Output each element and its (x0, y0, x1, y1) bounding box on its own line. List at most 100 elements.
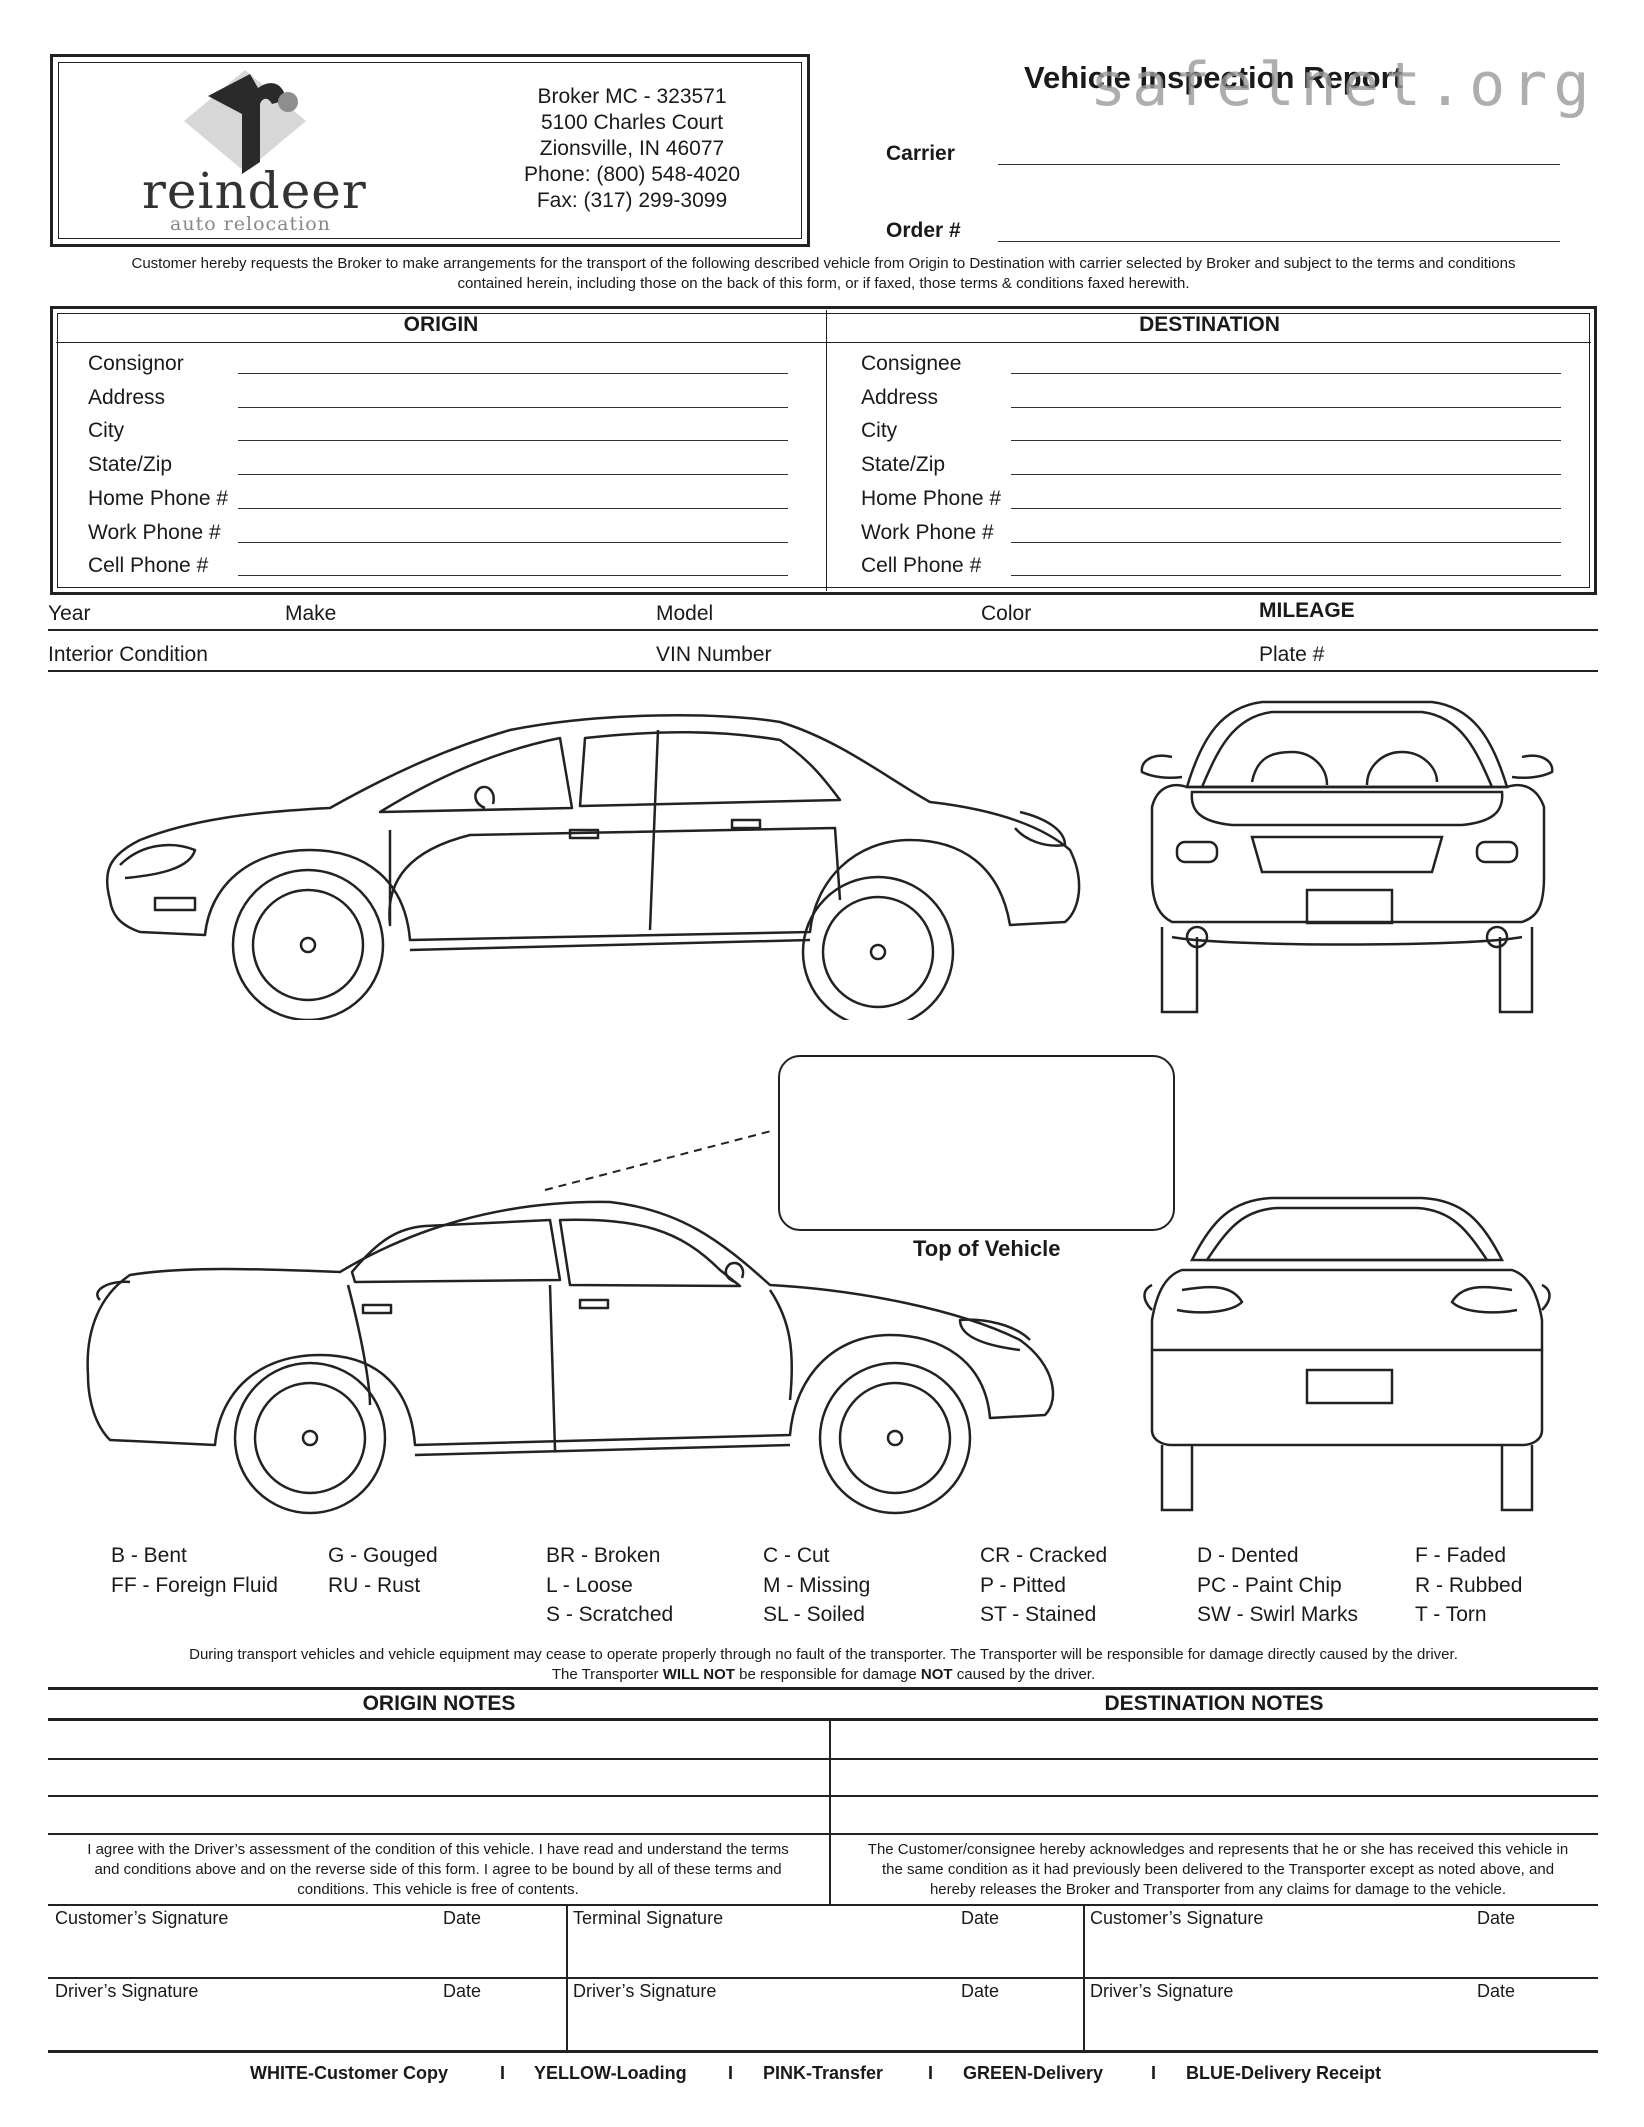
damage-code: SW - Swirl Marks (1197, 1603, 1358, 1626)
date-origin-customer[interactable]: Date (443, 1908, 482, 1928)
date-terminal[interactable]: Date (961, 1908, 1000, 1928)
watermark: safelnet.org (1090, 50, 1596, 120)
company-fax: Fax: (317) 299-3099 (536, 189, 728, 212)
street-address: 5100 Charles Court (540, 111, 724, 134)
origin-agreement-line-3: conditions. This vehicle is free of cont… (297, 1881, 579, 1898)
origin-field-input[interactable] (238, 373, 788, 374)
top-of-vehicle-label: Top of Vehicle (913, 1236, 1061, 1261)
origin-field-label: Home Phone # (88, 486, 229, 510)
carrier-label: Carrier (886, 142, 955, 165)
damage-code: SL - Soiled (763, 1603, 865, 1626)
destination-field-input[interactable] (1011, 474, 1561, 476)
date-destination-customer[interactable]: Date (1477, 1908, 1516, 1928)
disclaimer-text-a: The Transporter (551, 1666, 663, 1683)
destination-field-input[interactable] (1011, 507, 1561, 509)
driver-signature-terminal[interactable]: Driver’s Signature (573, 1981, 717, 2001)
damage-code: G - Gouged (328, 1544, 438, 1567)
origin-notes-line-1[interactable] (48, 1758, 1598, 1760)
city-state-zip: Zionsville, IN 46077 (539, 137, 725, 160)
copy-pink: PINK-Transfer (763, 2063, 884, 2083)
origin-agreement-line-2: and conditions above and on the reverse … (94, 1861, 782, 1878)
origin-notes-line-3[interactable] (48, 1833, 1598, 1835)
destination-agreement: The Customer/consignee hereby acknowledg… (836, 1840, 1600, 1900)
top-of-vehicle-box[interactable] (778, 1055, 1175, 1231)
destination-field-label: Work Phone # (861, 520, 994, 544)
model-label: Model (656, 602, 714, 625)
driver-signature-origin[interactable]: Driver’s Signature (55, 1981, 199, 2001)
footer-separator-3: I (928, 2063, 934, 2083)
color-label: Color (981, 602, 1032, 625)
damage-code: T - Torn (1415, 1603, 1487, 1626)
reindeer-logo-icon (184, 70, 306, 174)
car-rear-diagram[interactable] (1132, 697, 1562, 1027)
damage-code: D - Dented (1197, 1544, 1299, 1567)
vehicle-row2-line[interactable] (48, 670, 1598, 672)
footer-separator-4: I (1151, 2063, 1157, 2083)
origin-notes-line-2[interactable] (48, 1795, 1598, 1797)
origin-field-input[interactable] (238, 474, 788, 476)
damage-code: R - Rubbed (1415, 1573, 1523, 1597)
date-terminal-driver[interactable]: Date (961, 1981, 1000, 2001)
copy-blue: BLUE-Delivery Receipt (1186, 2063, 1382, 2083)
agreement-divider (829, 1833, 831, 1904)
damage-code: F - Faded (1415, 1544, 1507, 1567)
destination-field-input[interactable] (1011, 440, 1561, 442)
destination-heading: DESTINATION (1139, 313, 1280, 336)
interior-condition-label: Interior Condition (48, 643, 208, 666)
car-front-diagram[interactable] (1132, 1190, 1562, 1520)
damage-code: ST - Stained (980, 1603, 1097, 1626)
origin-field-input[interactable] (238, 507, 788, 509)
destination-field-input[interactable] (1011, 541, 1561, 543)
destination-field-label: Consignee (861, 352, 962, 375)
damage-code: CR - Cracked (980, 1544, 1108, 1567)
origin-field-input[interactable] (238, 541, 788, 543)
destination-field-label: Cell Phone # (861, 554, 982, 578)
signature-top-rule (48, 1904, 1598, 1906)
transport-disclaimer: During transport vehicles and vehicle eq… (50, 1645, 1597, 1685)
disclaimer-line-2: The Transporter WILL NOT be responsible … (50, 1665, 1597, 1685)
origin-field-label: State/Zip (88, 453, 173, 477)
destination-field-input[interactable] (1011, 575, 1561, 577)
plate-label: Plate # (1259, 643, 1325, 666)
damage-code: BR - Broken (546, 1544, 661, 1567)
damage-code: PC - Paint Chip (1197, 1573, 1342, 1597)
destination-field-label: Address (861, 385, 939, 409)
damage-code: RU - Rust (328, 1573, 421, 1597)
copy-yellow: YELLOW-Loading (534, 2063, 687, 2083)
date-destination-driver[interactable]: Date (1477, 1981, 1516, 2001)
destination-field-input[interactable] (1011, 406, 1561, 408)
od-column-divider (826, 310, 827, 591)
disclaimer-text-e: caused by the driver. (952, 1666, 1096, 1683)
destination-notes-heading: DESTINATION NOTES (1104, 1692, 1324, 1715)
company-logo-tagline: auto relocation (170, 213, 331, 235)
company-header-box (50, 54, 810, 247)
vehicle-row1-line[interactable] (48, 629, 1598, 631)
carrier-field[interactable] (998, 164, 1560, 165)
signature-middle-rule (48, 1977, 1598, 1979)
footer-separator-1: I (500, 2063, 506, 2083)
destination-field-input[interactable] (1011, 373, 1561, 374)
date-origin-driver[interactable]: Date (443, 1981, 482, 2001)
destination-agreement-line-3: hereby releases the Broker and Transport… (929, 1881, 1507, 1898)
origin-agreement: I agree with the Driver’s assessment of … (48, 1840, 828, 1900)
damage-code: M - Missing (763, 1573, 871, 1597)
customer-signature-origin[interactable]: Customer’s Signature (55, 1908, 229, 1928)
company-address: Broker MC - 323571 5100 Charles Court Zi… (502, 84, 762, 214)
origin-field-label: City (88, 419, 125, 443)
origin-field-label: Cell Phone # (88, 554, 209, 578)
origin-field-input[interactable] (238, 575, 788, 577)
origin-destination-box (50, 306, 1597, 595)
car-right-side-diagram[interactable] (80, 1190, 1110, 1520)
order-field[interactable] (998, 241, 1560, 242)
customer-signature-destination[interactable]: Customer’s Signature (1090, 1908, 1264, 1928)
terminal-signature[interactable]: Terminal Signature (573, 1908, 724, 1928)
origin-field-input[interactable] (238, 440, 788, 442)
copy-green: GREEN-Delivery (963, 2063, 1104, 2083)
origin-heading: ORIGIN (403, 313, 479, 336)
origin-field-input[interactable] (238, 406, 788, 408)
car-left-side-diagram[interactable] (80, 700, 1110, 1020)
mileage-label: MILEAGE (1259, 599, 1355, 622)
notes-header-rule (48, 1718, 1598, 1721)
driver-signature-destination[interactable]: Driver’s Signature (1090, 1981, 1234, 2001)
company-phone: Phone: (800) 548-4020 (524, 163, 740, 186)
